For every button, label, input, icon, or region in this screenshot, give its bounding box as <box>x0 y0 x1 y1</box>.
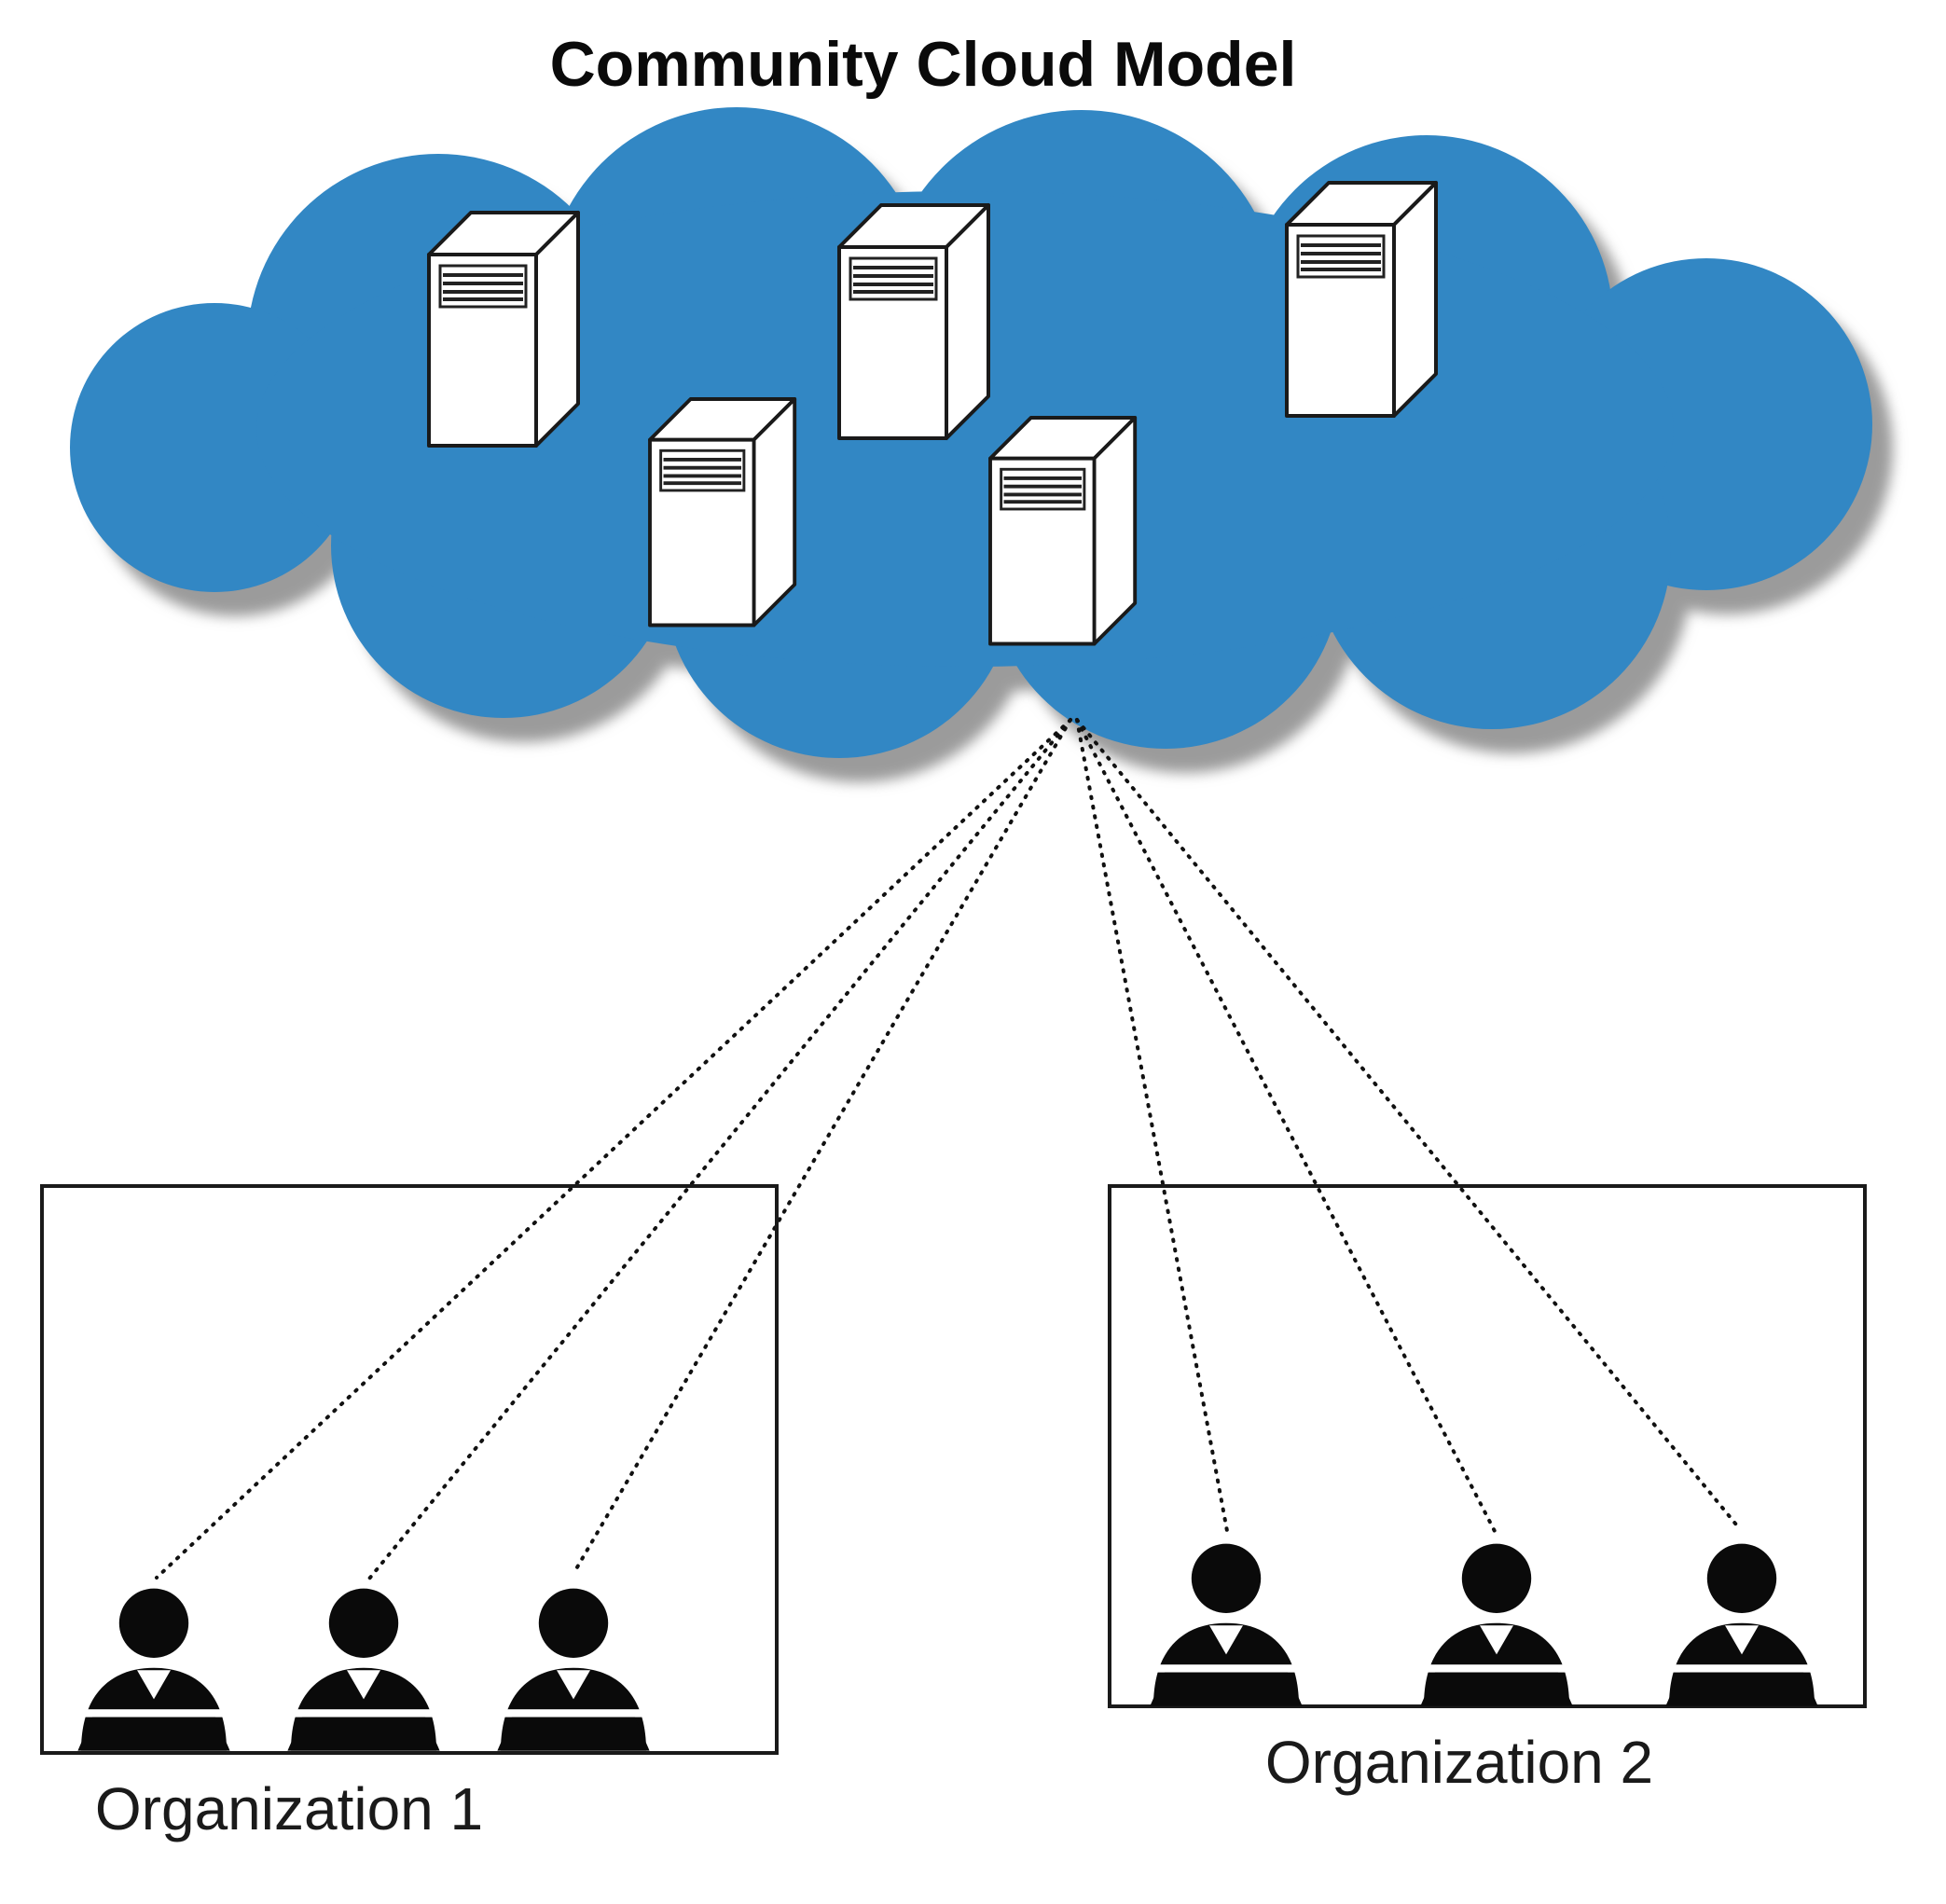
user-icon <box>1139 1543 1313 1706</box>
user-icon <box>67 1588 241 1751</box>
connection-lines <box>155 718 1742 1585</box>
connection-line <box>155 718 1072 1580</box>
server-icon <box>427 211 580 448</box>
user-icon <box>277 1588 450 1751</box>
server-icon <box>837 203 990 440</box>
organization-2-box <box>1108 1184 1867 1708</box>
connection-line <box>573 718 1072 1574</box>
server-icon <box>648 397 797 628</box>
user-icon <box>1655 1543 1829 1706</box>
organization-2-users <box>1139 1543 1829 1706</box>
connection-line <box>1075 718 1742 1531</box>
organization-1-users <box>67 1588 660 1751</box>
server-icon <box>1285 181 1438 418</box>
organization-2-label: Organization 2 <box>1265 1729 1653 1796</box>
connection-line <box>364 718 1072 1585</box>
diagram-title: Community Cloud Model <box>550 29 1297 100</box>
organization-1-label: Organization 1 <box>95 1775 483 1842</box>
user-icon <box>487 1588 660 1751</box>
connection-line <box>1075 718 1499 1538</box>
organization-1-box <box>40 1184 779 1755</box>
user-icon <box>1410 1543 1583 1706</box>
connection-line <box>1075 718 1229 1533</box>
server-icon <box>988 416 1138 646</box>
